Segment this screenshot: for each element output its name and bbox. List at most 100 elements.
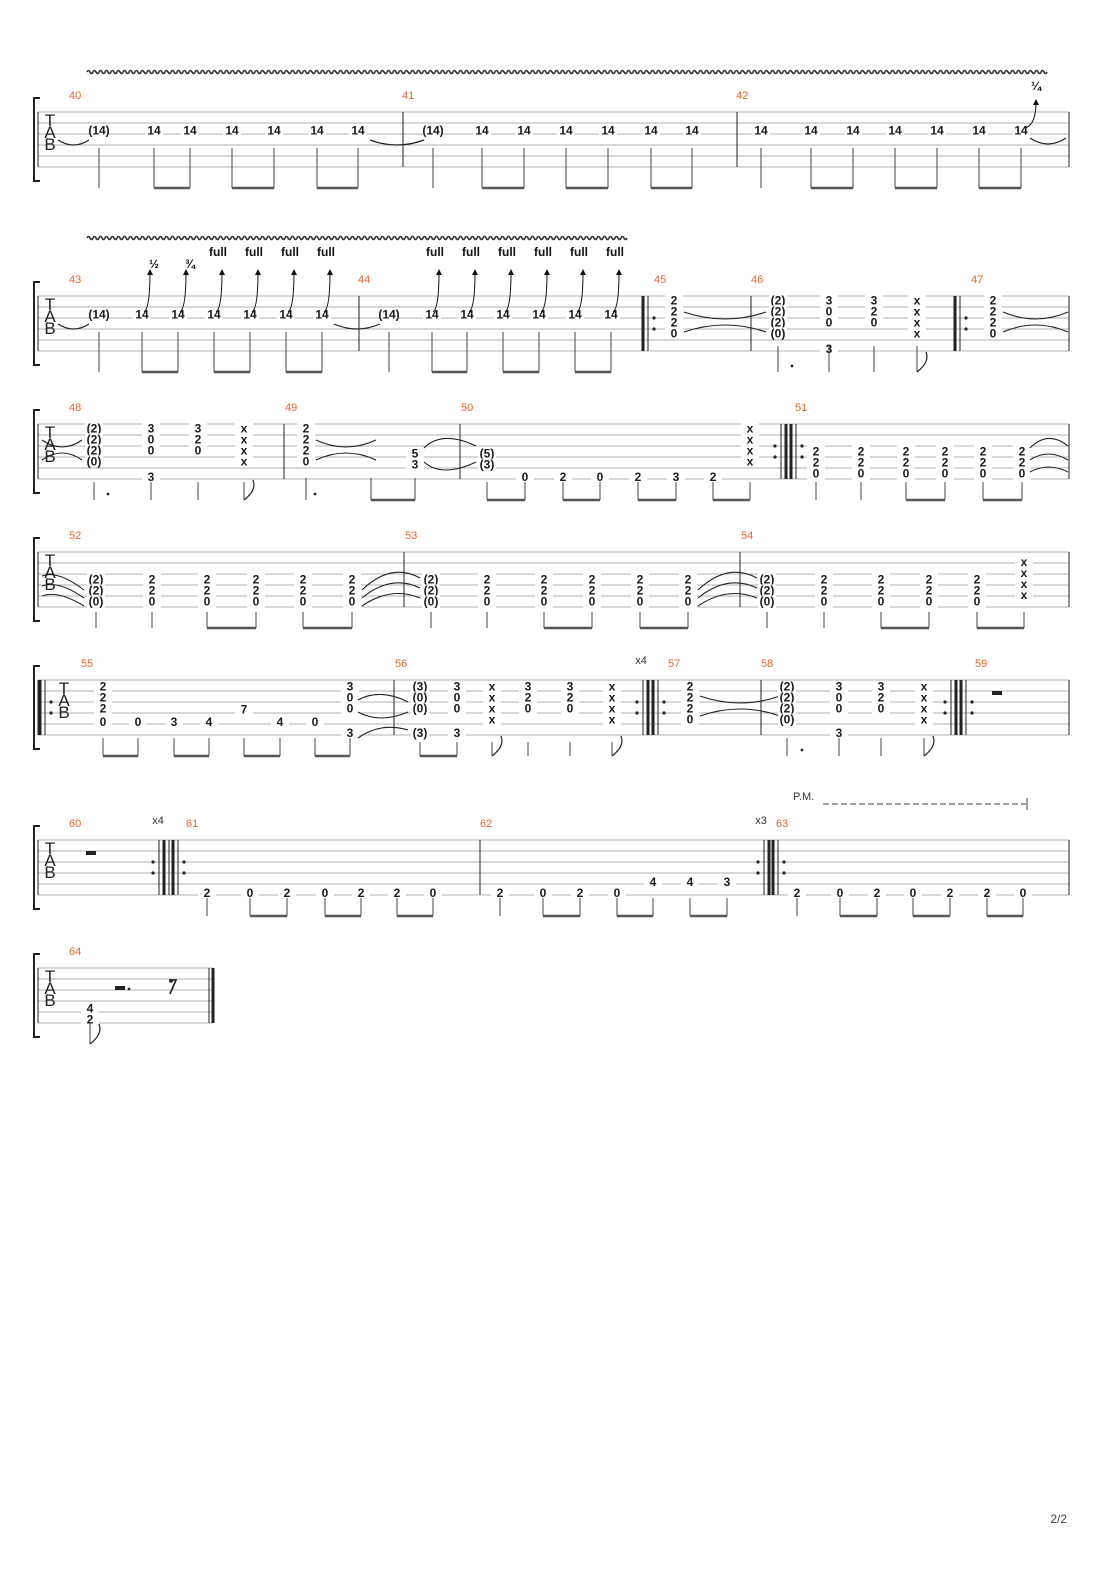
fret-number: 2 <box>710 470 717 484</box>
fret-number: 0 <box>589 595 596 609</box>
fret-bg <box>516 470 534 483</box>
fret-bg <box>603 691 621 704</box>
fret-number: 2 <box>821 573 828 587</box>
tie-arc <box>357 693 409 739</box>
fret-number: 2 <box>813 456 820 470</box>
fret-number: (2) <box>760 584 775 598</box>
fret-bg <box>602 308 620 321</box>
hairpin-tie <box>683 311 767 333</box>
tab-clef-letter: T <box>45 423 55 442</box>
fret-bg <box>473 124 491 137</box>
fret-bg <box>920 584 938 597</box>
repeat-dot <box>652 327 656 331</box>
fret-bg <box>904 886 922 899</box>
fret-bg <box>704 470 722 483</box>
bend-arrow <box>540 269 550 313</box>
bend-label: full <box>426 245 444 259</box>
fret-number: (3) <box>480 458 495 472</box>
fret-bg <box>198 584 216 597</box>
fret-number: 14 <box>559 124 573 138</box>
fret-number: 14 <box>135 308 149 322</box>
fret-bg <box>198 595 216 608</box>
fret-bg <box>265 124 283 137</box>
fret-number: 0 <box>826 304 833 318</box>
fret-number: 0 <box>522 470 529 484</box>
fret-bg <box>1013 445 1031 458</box>
fret-bg <box>908 294 926 307</box>
fret-bg <box>603 702 621 715</box>
tie-arc <box>333 323 381 330</box>
fret-bg <box>928 124 946 137</box>
fret-bg <box>1014 886 1032 899</box>
fret-bg <box>519 680 537 693</box>
fret-number: 2 <box>984 886 991 900</box>
fret-bg <box>631 595 649 608</box>
fret-number: 2 <box>100 702 107 716</box>
fret-number: 0 <box>637 595 644 609</box>
fret-bg <box>968 573 986 586</box>
fret-bg <box>741 444 759 457</box>
fret-number: x <box>921 702 928 716</box>
fret-number: 2 <box>525 691 532 705</box>
fret-number: (0) <box>771 326 786 340</box>
fret-number: (0) <box>87 454 102 468</box>
tab-clef-letter: B <box>44 135 55 154</box>
fret-bg <box>483 691 501 704</box>
fret-bg <box>807 456 825 469</box>
fret-number: 0 <box>300 595 307 609</box>
fret-number: 2 <box>878 584 885 598</box>
fret-bg <box>984 305 1002 318</box>
fret-number: (0) <box>424 595 439 609</box>
bend-label: full <box>570 245 588 259</box>
fret-bg <box>294 573 312 586</box>
fret-bg <box>820 305 838 318</box>
fret-bg <box>679 595 697 608</box>
measure-number: 56 <box>395 658 407 670</box>
fret-bg <box>448 691 466 704</box>
fret-number: x <box>1021 577 1028 591</box>
fret-bg <box>142 422 160 435</box>
fret-number: 2 <box>577 886 584 900</box>
tab-clef-letter: A <box>44 979 56 998</box>
repeat-dot <box>756 871 760 875</box>
fret-number: x <box>489 691 496 705</box>
system-bracket <box>33 665 40 750</box>
fret-bg <box>223 124 241 137</box>
dotted-half-rest <box>115 986 125 990</box>
fret-number: 2 <box>204 886 211 900</box>
fret-bg <box>241 886 259 899</box>
fret-number: (5) <box>480 447 495 461</box>
fret-bg <box>478 595 496 608</box>
fret-number: 0 <box>687 713 694 727</box>
fret-number: 2 <box>878 691 885 705</box>
fret-bg <box>1013 456 1031 469</box>
fret-number: 3 <box>673 470 680 484</box>
fret-number: 0 <box>836 691 843 705</box>
fret-number: 14 <box>517 124 531 138</box>
fret-bg <box>872 691 890 704</box>
bend-label: full <box>317 245 335 259</box>
fret-number: (2) <box>89 584 104 598</box>
fret-bg <box>681 875 699 888</box>
fret-number: 2 <box>671 293 678 307</box>
fret-number: 0 <box>541 595 548 609</box>
fret-number: (2) <box>424 584 439 598</box>
fret-bg <box>978 886 996 899</box>
fret-number: 14 <box>147 124 161 138</box>
fret-number: (2) <box>87 421 102 435</box>
fret-bg <box>343 584 361 597</box>
fret-bg <box>566 308 584 321</box>
fret-bg <box>920 595 938 608</box>
dot <box>800 748 804 752</box>
tab-clef-letter: T <box>45 551 55 570</box>
fret-number: 2 <box>100 691 107 705</box>
fret-number: 14 <box>685 124 699 138</box>
fret-bg <box>968 595 986 608</box>
bend-arrow <box>215 269 225 313</box>
fret-number: 14 <box>532 308 546 322</box>
system-bracket <box>33 409 40 494</box>
bend-label: full <box>245 245 263 259</box>
fret-number: x <box>609 680 616 694</box>
fret-number: 2 <box>1019 445 1026 459</box>
